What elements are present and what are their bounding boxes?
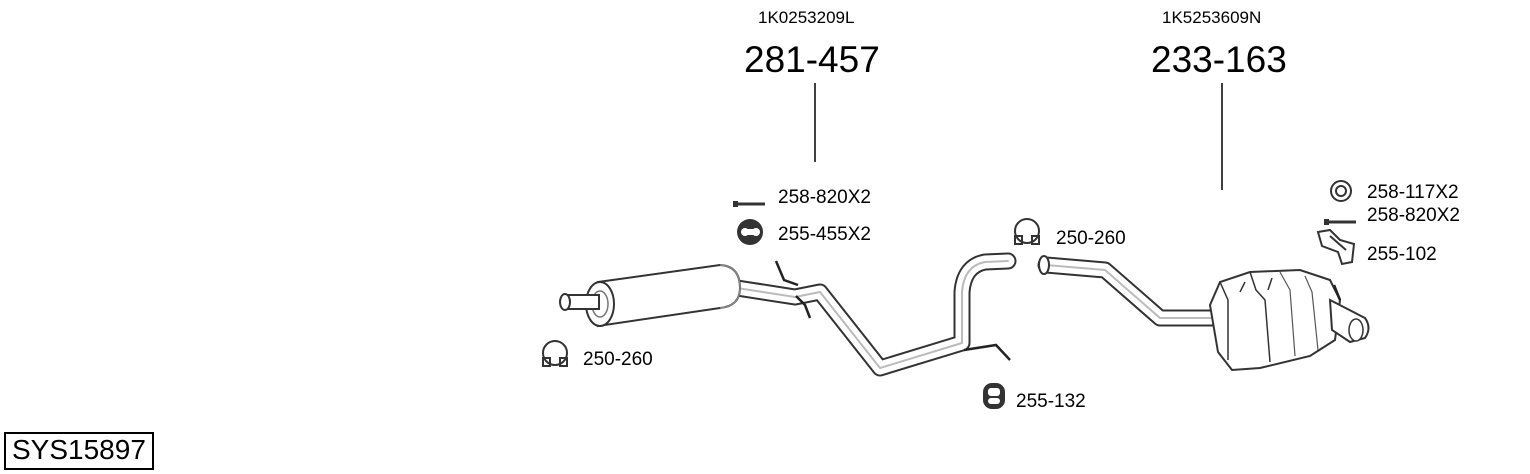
rubber-hanger-icon (737, 219, 763, 245)
fitting-label: 250-260 (1056, 228, 1126, 249)
middle-silencer (559, 263, 742, 328)
rubber-hanger-icon (983, 383, 1005, 409)
fitting-label: 255-132 (1016, 391, 1086, 412)
oe-number-front: 1K0253209L (758, 8, 855, 27)
rear-pipe (1037, 255, 1231, 327)
fitting-label: 258-820X2 (778, 187, 871, 208)
pipe-hanger-wires (774, 260, 1011, 361)
part-number-rear: 233-163 (1151, 39, 1287, 80)
oe-number-rear: 1K5253609N (1162, 8, 1262, 27)
fitting-label: 255-102 (1367, 244, 1437, 265)
clamp-icon (1014, 218, 1040, 245)
bolt-icon (1324, 219, 1356, 225)
bracket-icon (1316, 228, 1356, 266)
fitting-label: 258-117X2 (1367, 182, 1459, 203)
fitting-label: 250-260 (583, 349, 653, 370)
fitting-label: 255-455X2 (778, 224, 871, 245)
fitting-label: 258-820X2 (1367, 205, 1460, 226)
part-number-front: 281-457 (744, 39, 880, 80)
sealing-ring-icon (1330, 180, 1352, 202)
middle-pipe (728, 252, 1017, 377)
clamp-icon (542, 340, 568, 367)
bolt-icon (733, 201, 765, 207)
rear-silencer (1208, 268, 1370, 372)
system-code: SYS15897 (4, 432, 154, 470)
